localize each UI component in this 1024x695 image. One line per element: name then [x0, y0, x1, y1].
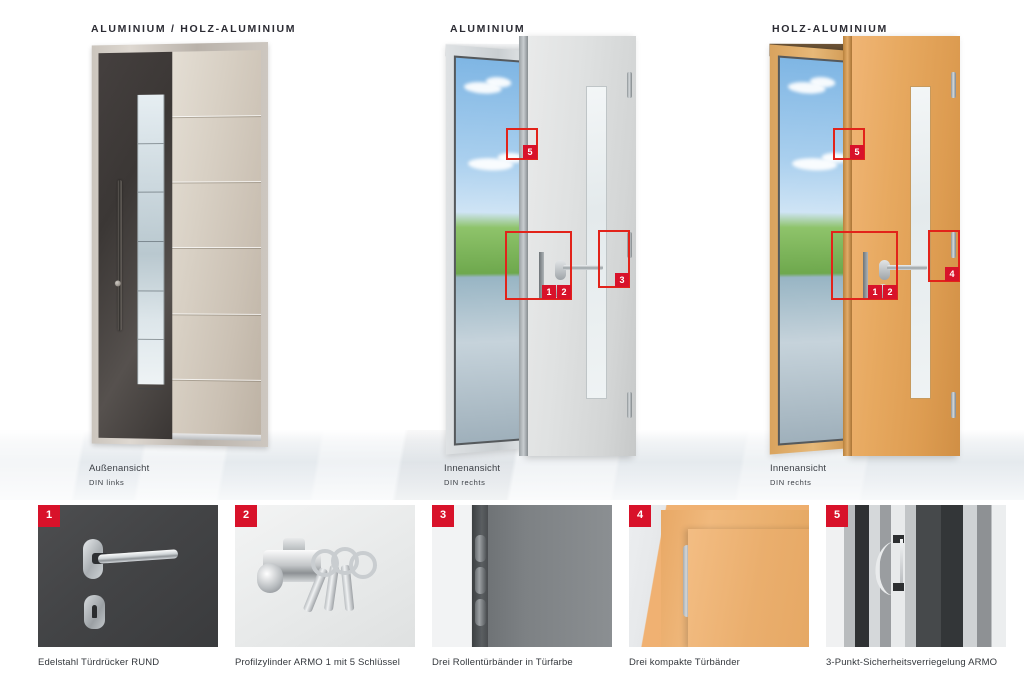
- callout-badge-2: 2: [883, 285, 897, 299]
- callout-badge-5: 5: [523, 145, 537, 159]
- view-caption-right: Innenansicht DIN rechts: [770, 462, 826, 490]
- column-heading-aluminium: ALUMINIUM: [450, 23, 526, 35]
- door-leaf-edge: [843, 36, 852, 456]
- callout-box-5-holz-aluminium[interactable]: 5: [833, 128, 865, 160]
- callout-box-4-holz-aluminium[interactable]: 4: [928, 230, 960, 282]
- view-caption-left: Außenansicht DIN links: [89, 462, 150, 490]
- door-lever-handle-art: [97, 549, 179, 564]
- callout-box-3-aluminium[interactable]: 3: [598, 230, 630, 288]
- detail-card-2[interactable]: 2: [235, 505, 415, 647]
- door-hinge-upper: [627, 72, 632, 98]
- profile-cylinder: [877, 284, 888, 298]
- door-hinge-upper: [951, 72, 956, 98]
- detail-badge-2: 2: [235, 505, 257, 527]
- door-hinge-lower: [951, 392, 956, 418]
- door-lever-handle: [562, 265, 603, 270]
- door-image-aluminium-outside: [88, 42, 278, 452]
- door-glass-panel: [910, 86, 931, 400]
- door-leaf: [98, 50, 262, 441]
- column-heading-holz-aluminium: HOLZ-ALUMINIUM: [772, 23, 888, 35]
- door-image-holz-aluminium-inside: 5 1 2 4: [760, 30, 975, 462]
- door-hardware-group: [862, 246, 927, 306]
- callout-badge-2: 2: [557, 285, 571, 299]
- handle-rose: [878, 260, 890, 280]
- din-label-left: DIN links: [89, 477, 125, 487]
- door-image-aluminium-inside: 5 1 2 3: [436, 30, 651, 462]
- lock-strike-plate: [538, 252, 544, 298]
- keyhole-icon: [92, 605, 97, 618]
- callout-box-5-aluminium[interactable]: 5: [506, 128, 538, 160]
- callout-box-1-2-aluminium[interactable]: 1 2: [505, 231, 572, 300]
- door-scene: 5 1 2 3: [0, 30, 1024, 500]
- key-ring-3: [349, 551, 377, 579]
- detail-caption-5: 3-Punkt-Sicherheitsverriegelung ARMO: [826, 657, 998, 668]
- view-label-right: Innenansicht: [770, 463, 827, 474]
- detail-card-4[interactable]: 4: [629, 505, 809, 647]
- detail-panel-strip: 1 Edelstahl Türdrücker RUND 2 Profilzyli…: [0, 505, 1024, 695]
- view-label-middle: Innenansicht: [444, 463, 501, 474]
- door-glass-panel: [586, 86, 607, 400]
- handle-rose: [554, 260, 566, 280]
- lock-strike-plate: [862, 252, 868, 298]
- wood-door-panel-art: [688, 529, 809, 647]
- column-heading-aluminium-holz-aluminium: ALUMINIUM / HOLZ-ALUMINIUM: [91, 23, 297, 35]
- detail-caption-3: Drei Rollentürbänder in Türfarbe: [432, 657, 573, 668]
- detail-card-1[interactable]: 1: [38, 505, 218, 647]
- detail-caption-4: Drei kompakte Türbänder: [629, 657, 740, 668]
- detail-card-5[interactable]: 5: [826, 505, 1006, 647]
- detail-badge-1: 1: [38, 505, 60, 527]
- locking-point-upper: [892, 535, 904, 543]
- detail-badge-5: 5: [826, 505, 848, 527]
- door-hinge-lower: [627, 392, 632, 418]
- callout-badge-1: 1: [542, 285, 556, 299]
- door-glass-strip: [137, 94, 165, 390]
- cylinder-keyway: [257, 563, 283, 593]
- detail-card-3[interactable]: 3: [432, 505, 612, 647]
- door-frame: [91, 42, 268, 447]
- door-pull-handle: [117, 179, 122, 331]
- detail-badge-3: 3: [432, 505, 454, 527]
- locking-point-lower: [892, 583, 904, 591]
- door-threshold: [172, 433, 262, 441]
- door-lever-handle: [886, 265, 927, 270]
- din-label-middle: DIN rechts: [444, 477, 486, 487]
- roller-hinge-upper: [474, 535, 486, 562]
- callout-badge-1: 1: [868, 285, 882, 299]
- door-leaf-open: [843, 36, 960, 456]
- roller-hinge-middle: [474, 567, 486, 594]
- callout-badge-5: 5: [850, 145, 864, 159]
- detail-badge-4: 4: [629, 505, 651, 527]
- callout-badge-3: 3: [615, 273, 629, 287]
- detail-caption-1: Edelstahl Türdrücker RUND: [38, 657, 160, 668]
- detail-caption-2: Profilzylinder ARMO 1 mit 5 Schlüssel: [235, 657, 400, 668]
- door-panel: [172, 50, 262, 441]
- roller-hinge-lower: [474, 599, 486, 626]
- door-hinge-middle: [951, 232, 956, 258]
- locking-rod: [899, 539, 903, 587]
- callout-badge-4: 4: [945, 267, 959, 281]
- din-label-right: DIN rechts: [770, 477, 812, 487]
- view-label-left: Außenansicht: [89, 463, 150, 474]
- view-caption-middle: Innenansicht DIN rechts: [444, 462, 500, 490]
- compact-hinge-art: [683, 545, 691, 617]
- door-cylinder-knob: [114, 280, 121, 287]
- callout-box-1-2-holz-aluminium[interactable]: 1 2: [831, 231, 898, 300]
- door-leaf-edge: [519, 36, 528, 456]
- door-leaf-open: [519, 36, 636, 456]
